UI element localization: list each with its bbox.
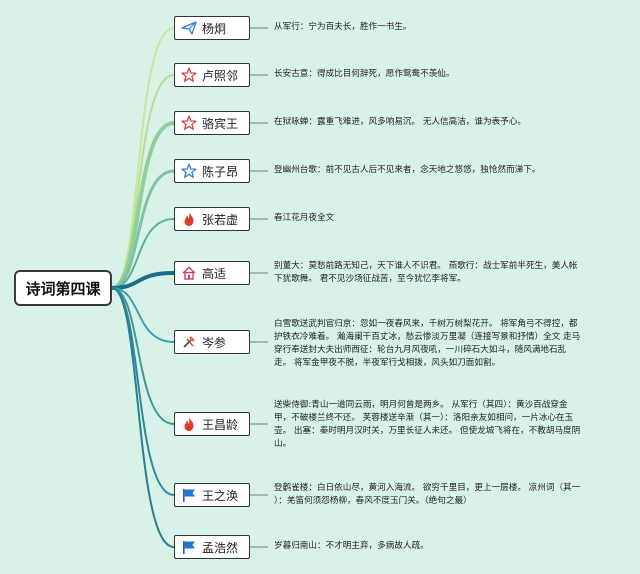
branch-line (111, 287, 175, 548)
flame-icon (181, 416, 197, 432)
poet-name: 高适 (202, 266, 227, 281)
poem-note: 登鹳雀楼：白日依山尽，黄河入海流。 欲穷千里目，更上一层楼。 凉州词（其一 ）：… (274, 483, 581, 506)
poet-node[interactable]: 王昌龄 (174, 412, 250, 436)
poem-note: 岁暮归南山：不才明主弃，多病故人疏。 (274, 541, 429, 551)
branch-line (111, 287, 175, 496)
poet-node[interactable]: 孟浩然 (174, 535, 250, 559)
poem-note: 白雪歌送武判官归京：忽如一夜春风来，千树万树梨花开。 将军角弓不得控，都 护铁衣… (274, 319, 581, 368)
poet-name: 张若虚 (202, 212, 239, 227)
poet-name: 骆宾王 (202, 116, 239, 131)
paper-plane-icon (181, 20, 197, 36)
branch-line (110, 169, 176, 290)
red-star-icon (181, 67, 197, 83)
poem-note: 登幽州台歌：前不见古人后不见来者，念天地之悠悠，独怆然而涕下。 (274, 165, 541, 175)
poet-node[interactable]: 卢照邻 (174, 63, 250, 87)
branch-line (111, 287, 175, 425)
poem-note: 在狱咏蝉：露重飞难进，风多响易沉。 无人信高洁，谁为表予心。 (274, 117, 526, 127)
poet-node[interactable]: 张若虚 (174, 207, 250, 231)
poet-name: 陈子昂 (202, 164, 239, 179)
root-node[interactable]: 诗词第四课 (14, 270, 112, 306)
blue-flag-icon (181, 539, 197, 555)
poet-name: 卢照邻 (202, 68, 239, 83)
poet-name: 岑参 (202, 335, 227, 350)
poet-node[interactable]: 高适 (174, 261, 250, 285)
poem-note: 长安古意：得成比目何辞死，愿作鸳鸯不羡仙。 (274, 69, 455, 79)
tools-icon (181, 334, 197, 350)
branch-line (111, 218, 175, 289)
root-label: 诗词第四课 (25, 279, 101, 298)
poet-name: 孟浩然 (202, 540, 239, 555)
poet-name: 王昌龄 (202, 417, 239, 432)
poet-node[interactable]: 骆宾王 (174, 111, 250, 135)
poem-note: 送柴侍御:青山一道同云雨，明月何曾是两乡。 从军行（其四）：黄沙百战穿金 甲，不… (274, 400, 581, 449)
poem-note: 别董大：莫愁前路无知己，天下谁人不识君。 燕歌行：战士军前半死生，美人帐 下犹歌… (274, 261, 578, 284)
branch-line (111, 287, 175, 343)
blue-flag-icon (181, 487, 197, 503)
poet-name: 王之涣 (202, 488, 239, 503)
red-star-icon (181, 115, 197, 131)
flame-icon (181, 211, 197, 227)
poet-name: 杨炯 (202, 21, 227, 36)
branch-line (110, 121, 176, 290)
poet-node[interactable]: 杨炯 (174, 16, 250, 40)
blue-star-icon (181, 163, 197, 179)
poet-node[interactable]: 岑参 (174, 330, 250, 354)
poet-node[interactable]: 陈子昂 (174, 159, 250, 183)
poem-note: 从军行：宁为百夫长，胜作一书生。 (274, 22, 412, 32)
poem-note: 春江花月夜全文 (274, 213, 335, 223)
house-icon (181, 265, 197, 281)
poet-node[interactable]: 王之涣 (174, 483, 250, 507)
branch-line (110, 271, 176, 290)
branch-line (111, 27, 175, 289)
